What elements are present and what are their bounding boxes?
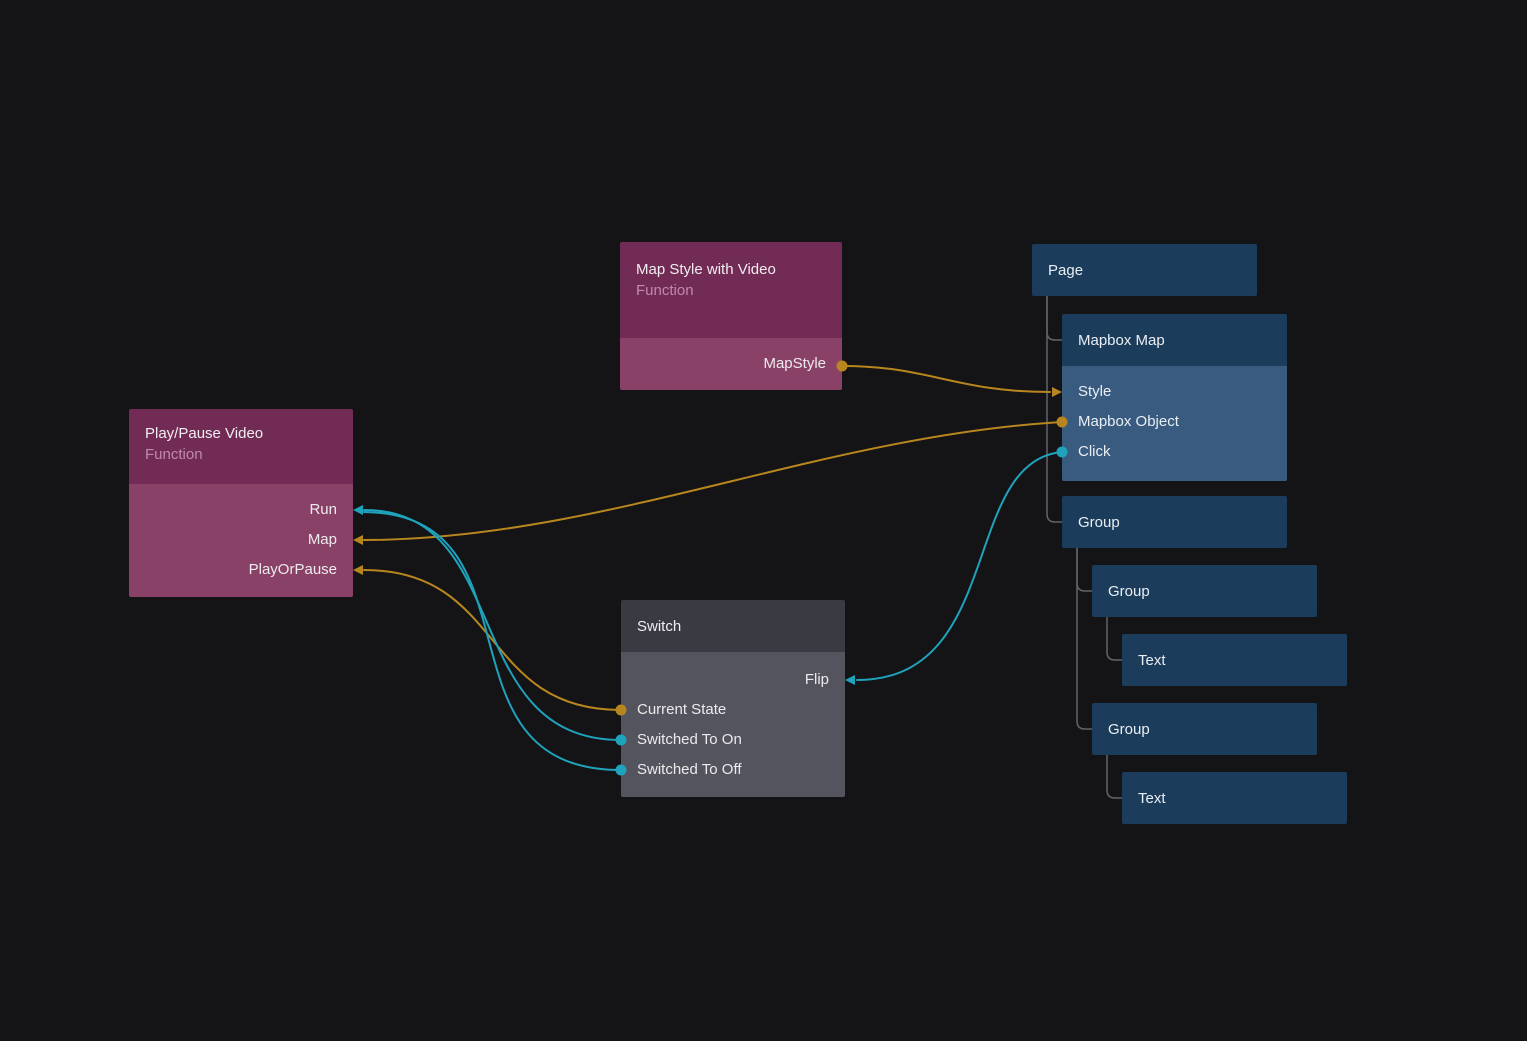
node-subtitle: Function (145, 446, 203, 463)
node-body: MapStyle (620, 338, 842, 390)
port-switched-to-on-output[interactable]: Switched To On (637, 731, 742, 748)
port-mapstyle-output[interactable]: MapStyle (763, 355, 826, 372)
tree-line-group-child-2-to-text (1106, 755, 1122, 799)
node-title: Play/Pause Video (145, 425, 264, 442)
port-map-input[interactable]: Map (307, 531, 337, 548)
tree-line-page-to-group (1046, 296, 1062, 523)
node-play-pause-video[interactable]: Play/Pause Video Function Run Map PlayOr… (129, 409, 353, 597)
node-header: Switch (621, 600, 845, 652)
wire-current-state-to-playorpause[interactable] (363, 569, 622, 711)
node-group-child-1[interactable]: Group (1092, 565, 1317, 617)
node-text-child-1[interactable]: Text (1122, 634, 1347, 686)
node-body: Run Map PlayOrPause (129, 484, 353, 597)
node-switch[interactable]: Switch Flip Current State Switched To On… (621, 600, 845, 797)
node-title: Mapbox Map (1078, 331, 1165, 349)
node-page[interactable]: Page (1032, 244, 1257, 296)
node-header: Group (1092, 703, 1317, 755)
node-header: Page (1032, 244, 1257, 296)
node-header: Play/Pause Video Function (129, 409, 353, 484)
node-title: Map Style with Video (636, 261, 776, 278)
port-playorpause-input[interactable]: PlayOrPause (248, 561, 337, 578)
node-subtitle: Function (636, 282, 694, 299)
arrow-style-input[interactable] (1052, 387, 1062, 397)
node-title: Page (1048, 261, 1084, 279)
port-flip-input[interactable]: Flip (804, 671, 829, 688)
wire-click-to-flip[interactable] (856, 451, 1063, 681)
node-body: Flip Current State Switched To On Switch… (621, 652, 845, 797)
tree-line-group-to-group-child-2 (1076, 548, 1092, 730)
node-title: Switch (637, 617, 682, 635)
node-text-child-2[interactable]: Text (1122, 772, 1347, 824)
node-group-child-2[interactable]: Group (1092, 703, 1317, 755)
port-mapbox-object-output[interactable]: Mapbox Object (1078, 413, 1179, 430)
wire-mapbox-object-to-map[interactable] (363, 421, 1063, 541)
node-title: Group (1108, 720, 1150, 738)
wire-mapstyle-to-style[interactable] (841, 365, 1051, 393)
port-style-input[interactable]: Style (1078, 383, 1112, 400)
wire-switched-to-off-to-run[interactable] (363, 511, 622, 771)
node-group-root[interactable]: Group (1062, 496, 1287, 548)
port-click-output[interactable]: Click (1078, 443, 1111, 460)
node-mapbox-map[interactable]: Mapbox Map Style Mapbox Object Click (1062, 314, 1287, 481)
node-header: Group (1062, 496, 1287, 548)
arrow-map-input[interactable] (353, 535, 363, 545)
node-header: Mapbox Map (1062, 314, 1287, 366)
port-current-state-output[interactable]: Current State (637, 701, 727, 718)
node-title: Text (1138, 651, 1166, 669)
arrow-run-input[interactable] (353, 505, 363, 515)
node-title: Group (1108, 582, 1150, 600)
node-header: Text (1122, 772, 1347, 824)
wire-switched-to-on-to-run[interactable] (363, 509, 622, 741)
node-title: Group (1078, 513, 1120, 531)
arrow-playorpause-input[interactable] (353, 565, 363, 575)
node-map-style-with-video[interactable]: Map Style with Video Function MapStyle (620, 242, 842, 390)
node-header: Group (1092, 565, 1317, 617)
port-switched-to-off-output[interactable]: Switched To Off (637, 761, 742, 778)
node-header: Text (1122, 634, 1347, 686)
node-title: Text (1138, 789, 1166, 807)
port-run-input[interactable]: Run (309, 501, 337, 518)
node-body: Style Mapbox Object Click (1062, 366, 1287, 481)
tree-line-group-to-group-child-1 (1076, 548, 1092, 592)
tree-line-group-child-1-to-text (1106, 617, 1122, 661)
arrow-flip-input[interactable] (845, 675, 855, 685)
node-header: Map Style with Video Function (620, 242, 842, 338)
tree-line-page-to-mapbox-map (1046, 296, 1062, 341)
